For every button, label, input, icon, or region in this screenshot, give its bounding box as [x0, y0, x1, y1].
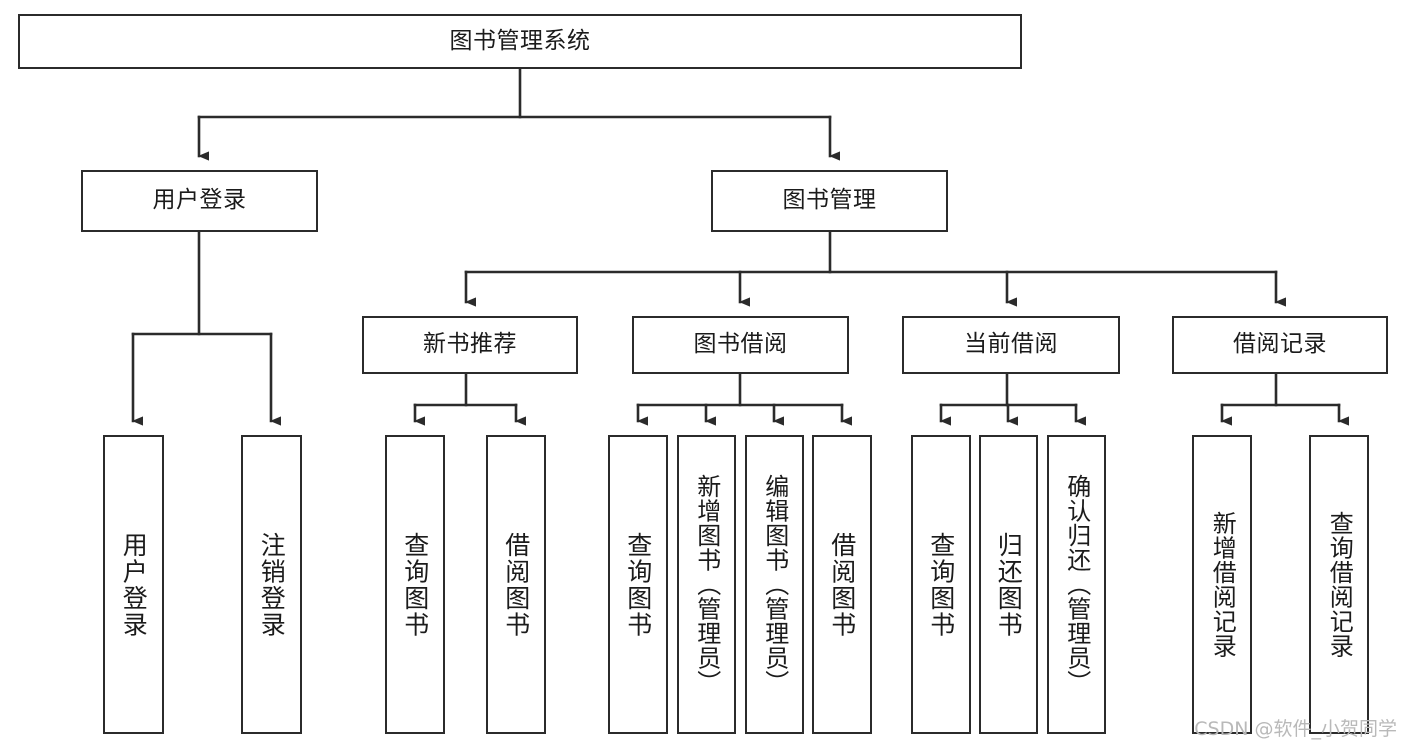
node-user-login[interactable]: 用户登录 — [81, 170, 318, 232]
leaf-confirm-return-admin-label: 确认归还（管理员） — [1062, 474, 1091, 695]
leaf-newbook-borrow-book[interactable]: 借阅图书 — [486, 435, 546, 734]
node-book-management[interactable]: 图书管理 — [711, 170, 948, 232]
leaf-user-login-label: 用户登录 — [119, 531, 149, 638]
node-new-book-recommend[interactable]: 新书推荐 — [362, 316, 578, 374]
leaf-logout[interactable]: 注销登录 — [241, 435, 302, 734]
leaf-newbook-borrow-book-label: 借阅图书 — [501, 531, 531, 638]
leaf-newbook-query-book-label: 查询图书 — [400, 531, 430, 638]
leaf-borrow-query-book-label: 查询图书 — [623, 531, 653, 638]
leaf-borrow-query-book[interactable]: 查询图书 — [608, 435, 668, 734]
leaf-user-login[interactable]: 用户登录 — [103, 435, 164, 734]
leaf-current-query-book[interactable]: 查询图书 — [911, 435, 971, 734]
leaf-add-book-admin[interactable]: 新增图书（管理员） — [677, 435, 736, 734]
leaf-confirm-return-admin[interactable]: 确认归还（管理员） — [1047, 435, 1106, 734]
node-current-borrow-label: 当前借阅 — [964, 331, 1058, 358]
leaf-logout-label: 注销登录 — [257, 531, 287, 638]
node-book-borrow-label: 图书借阅 — [693, 331, 788, 358]
leaf-add-book-admin-label: 新增图书（管理员） — [692, 474, 721, 695]
leaf-return-book[interactable]: 归还图书 — [979, 435, 1038, 734]
leaf-newbook-query-book[interactable]: 查询图书 — [385, 435, 445, 734]
leaf-borrow-book[interactable]: 借阅图书 — [812, 435, 872, 734]
node-root[interactable]: 图书管理系统 — [18, 14, 1022, 69]
csdn-watermark: CSDN @软件_小贺同学 — [1194, 718, 1397, 740]
node-book-borrow[interactable]: 图书借阅 — [632, 316, 849, 374]
node-root-label: 图书管理系统 — [449, 27, 591, 54]
node-new-book-recommend-label: 新书推荐 — [423, 331, 517, 358]
leaf-query-borrow-record[interactable]: 查询借阅记录 — [1309, 435, 1369, 734]
node-book-management-label: 图书管理 — [782, 187, 877, 214]
leaf-query-borrow-record-label: 查询借阅记录 — [1325, 511, 1354, 658]
leaf-current-query-book-label: 查询图书 — [926, 531, 956, 638]
leaf-edit-book-admin-label: 编辑图书（管理员） — [760, 474, 789, 695]
leaf-borrow-book-label: 借阅图书 — [827, 531, 857, 638]
node-current-borrow[interactable]: 当前借阅 — [902, 316, 1120, 374]
leaf-edit-book-admin[interactable]: 编辑图书（管理员） — [745, 435, 804, 734]
node-borrow-record[interactable]: 借阅记录 — [1172, 316, 1388, 374]
leaf-return-book-label: 归还图书 — [994, 531, 1024, 638]
leaf-add-borrow-record-label: 新增借阅记录 — [1208, 511, 1237, 658]
leaf-add-borrow-record[interactable]: 新增借阅记录 — [1192, 435, 1252, 734]
node-user-login-label: 用户登录 — [152, 187, 247, 214]
node-borrow-record-label: 借阅记录 — [1233, 331, 1327, 358]
